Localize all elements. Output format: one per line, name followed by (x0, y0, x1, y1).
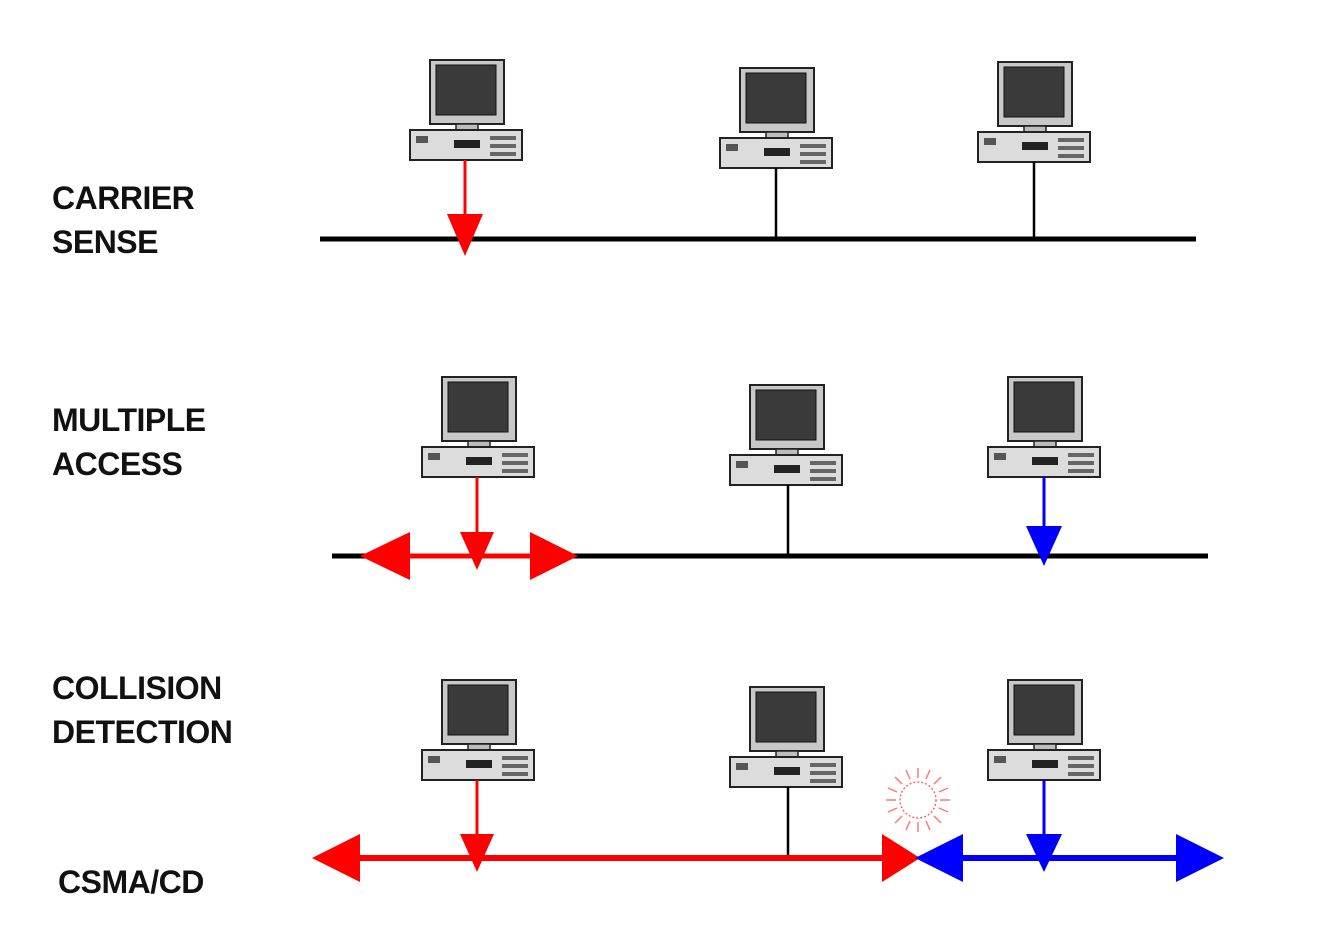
carrier-sense-label-line1: CARRIER (52, 180, 195, 216)
station-a-signal (312, 780, 920, 882)
multiple-access-label: MULTIPLE ACCESS (52, 398, 206, 486)
desktop-computer-icon (729, 686, 843, 788)
desktop-computer-icon (987, 679, 1101, 781)
collision-detection-label-line1: COLLISION (52, 670, 222, 706)
desktop-computer-icon (987, 376, 1101, 478)
multiple-access-label-line1: MULTIPLE (52, 402, 206, 438)
desktop-computer-icon (729, 384, 843, 486)
carrier-sense-row (320, 59, 1196, 256)
csma-cd-label: CSMA/CD (58, 864, 204, 900)
desktop-computer-icon (977, 61, 1091, 163)
collision-detection-row (312, 679, 1224, 882)
desktop-computer-icon (421, 679, 535, 781)
carrier-sense-label: CARRIER SENSE (52, 176, 195, 264)
desktop-computer-icon (421, 376, 535, 478)
station-c-signal (915, 780, 1224, 882)
multiple-access-row (332, 376, 1208, 580)
desktop-computer-icon (719, 67, 833, 169)
collision-burst-icon (885, 767, 951, 833)
desktop-computer-icon (409, 59, 523, 161)
station-a-transmit (360, 477, 578, 580)
collision-detection-label: COLLISION DETECTION (52, 666, 233, 754)
collision-detection-label-line2: DETECTION (52, 714, 233, 750)
multiple-access-label-line2: ACCESS (52, 446, 183, 482)
carrier-sense-label-line2: SENSE (52, 224, 158, 260)
station-c-transmit (1026, 477, 1062, 566)
sense-arrow (447, 160, 483, 256)
